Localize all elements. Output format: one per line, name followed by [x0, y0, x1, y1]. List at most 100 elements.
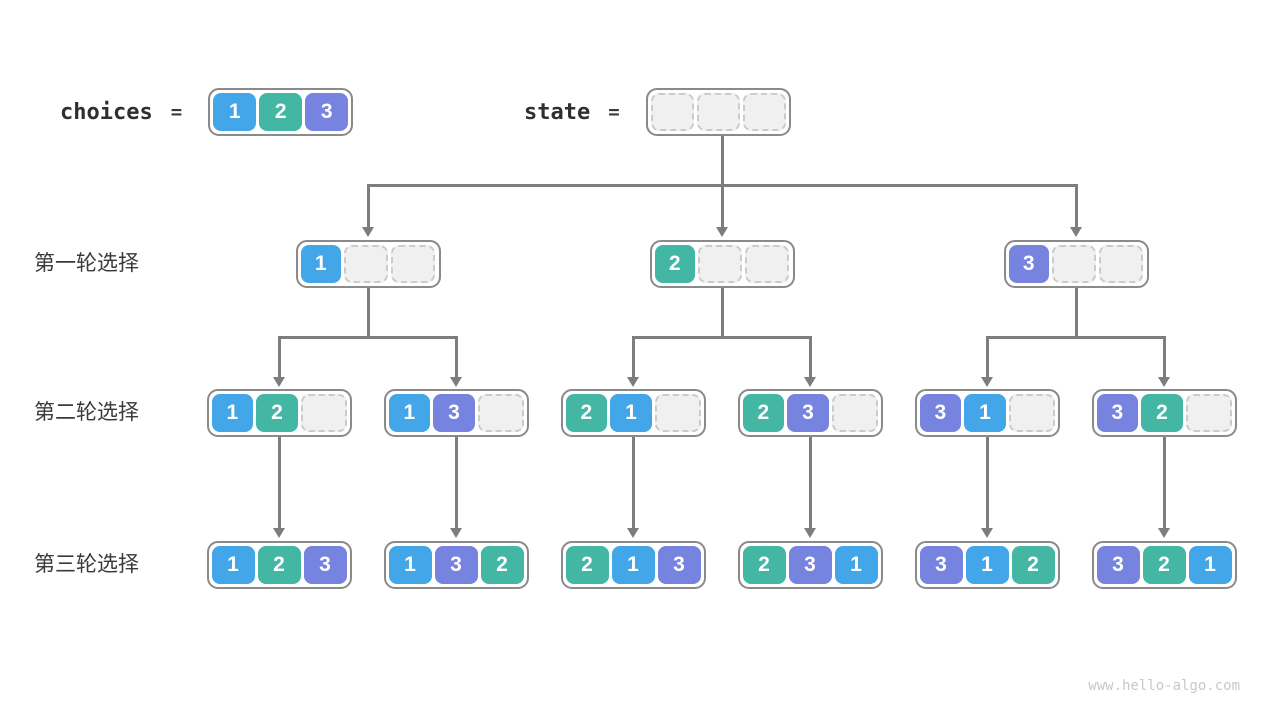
watermark: www.hello-algo.com: [1088, 678, 1240, 694]
connector-line: [631, 437, 635, 528]
connector-line: [720, 185, 724, 227]
connector-line: [277, 337, 281, 377]
row-label-round-1: 第一轮选择: [34, 252, 139, 275]
connector-line: [1074, 185, 1078, 227]
arrowhead-icon: [272, 377, 285, 387]
empty-cell: [742, 93, 786, 131]
value-cell-2: 2: [565, 394, 608, 432]
value-cell-2: 2: [1141, 394, 1183, 432]
arrowhead-icon: [980, 377, 993, 387]
tree-box-round1-2: 2: [649, 240, 795, 288]
empty-cell: [1051, 245, 1097, 283]
value-cell-2: 2: [480, 546, 524, 584]
value-cell-1: 1: [965, 546, 1009, 584]
value-cell-3: 3: [433, 394, 475, 432]
value-cell-2: 2: [742, 394, 785, 432]
row-label-round-3: 第三轮选择: [34, 553, 139, 576]
arrowhead-icon: [626, 377, 639, 387]
value-cell-3: 3: [305, 93, 349, 131]
value-cell-3: 3: [919, 546, 963, 584]
state-box: [645, 88, 791, 136]
connector-line: [454, 437, 458, 528]
tree-box-round1-1: 1: [295, 240, 441, 288]
value-cell-2: 2: [565, 546, 609, 584]
value-cell-2: 2: [1011, 546, 1055, 584]
connector-line: [454, 337, 458, 377]
connector-line: [366, 185, 370, 227]
connector-line: [720, 136, 724, 187]
value-cell-2: 2: [742, 546, 786, 584]
empty-cell: [831, 394, 878, 432]
connector-line: [277, 437, 281, 528]
value-cell-2: 2: [256, 394, 298, 432]
value-cell-1: 1: [388, 546, 432, 584]
empty-cell: [696, 93, 740, 131]
connector-line: [985, 437, 989, 528]
connector-line: [808, 437, 812, 528]
arrowhead-icon: [1157, 377, 1170, 387]
empty-cell: [1008, 394, 1055, 432]
value-cell-1: 1: [610, 394, 652, 432]
arrowhead-icon: [1157, 528, 1170, 538]
value-cell-1: 1: [388, 394, 431, 432]
state-equals-sign: =: [608, 101, 620, 123]
connector-line: [720, 288, 724, 339]
value-cell-1: 1: [611, 546, 655, 584]
value-cell-3: 3: [1008, 245, 1049, 283]
arrowhead-icon: [980, 528, 993, 538]
choices-equals-sign: =: [170, 101, 183, 123]
empty-cell: [1185, 394, 1232, 432]
value-cell-2: 2: [257, 546, 301, 584]
value-cell-1: 1: [300, 245, 341, 283]
value-cell-3: 3: [1096, 394, 1139, 432]
connector-line: [808, 337, 812, 377]
connector-line: [985, 335, 1166, 339]
state-label: state: [524, 99, 591, 125]
connector-line: [985, 337, 989, 377]
empty-cell: [300, 394, 347, 432]
value-cell-2: 2: [259, 93, 303, 131]
value-cell-1: 1: [211, 394, 254, 432]
value-cell-3: 3: [303, 546, 347, 584]
tree-box-round1-3: 3: [1003, 240, 1149, 288]
connector-line: [1162, 437, 1166, 528]
empty-cell: [650, 93, 694, 131]
value-cell-1: 1: [964, 394, 1006, 432]
value-cell-2: 2: [654, 245, 695, 283]
empty-cell: [745, 245, 790, 283]
value-cell-3: 3: [919, 394, 962, 432]
arrowhead-icon: [626, 528, 639, 538]
value-cell-3: 3: [657, 546, 701, 584]
arrowhead-icon: [803, 377, 816, 387]
value-cell-3: 3: [787, 394, 829, 432]
arrowhead-icon: [1069, 227, 1082, 237]
connector-line: [1074, 288, 1078, 339]
arrowhead-icon: [803, 528, 816, 538]
connector-line: [366, 288, 370, 339]
connector-line: [631, 335, 812, 339]
arrowhead-icon: [449, 528, 462, 538]
connector-line: [631, 337, 635, 377]
connector-line: [1162, 337, 1166, 377]
arrowhead-icon: [715, 227, 728, 237]
value-cell-1: 1: [1188, 546, 1232, 584]
choices-label: choices: [60, 99, 153, 125]
empty-cell: [343, 245, 389, 283]
value-cell-3: 3: [1096, 546, 1140, 584]
